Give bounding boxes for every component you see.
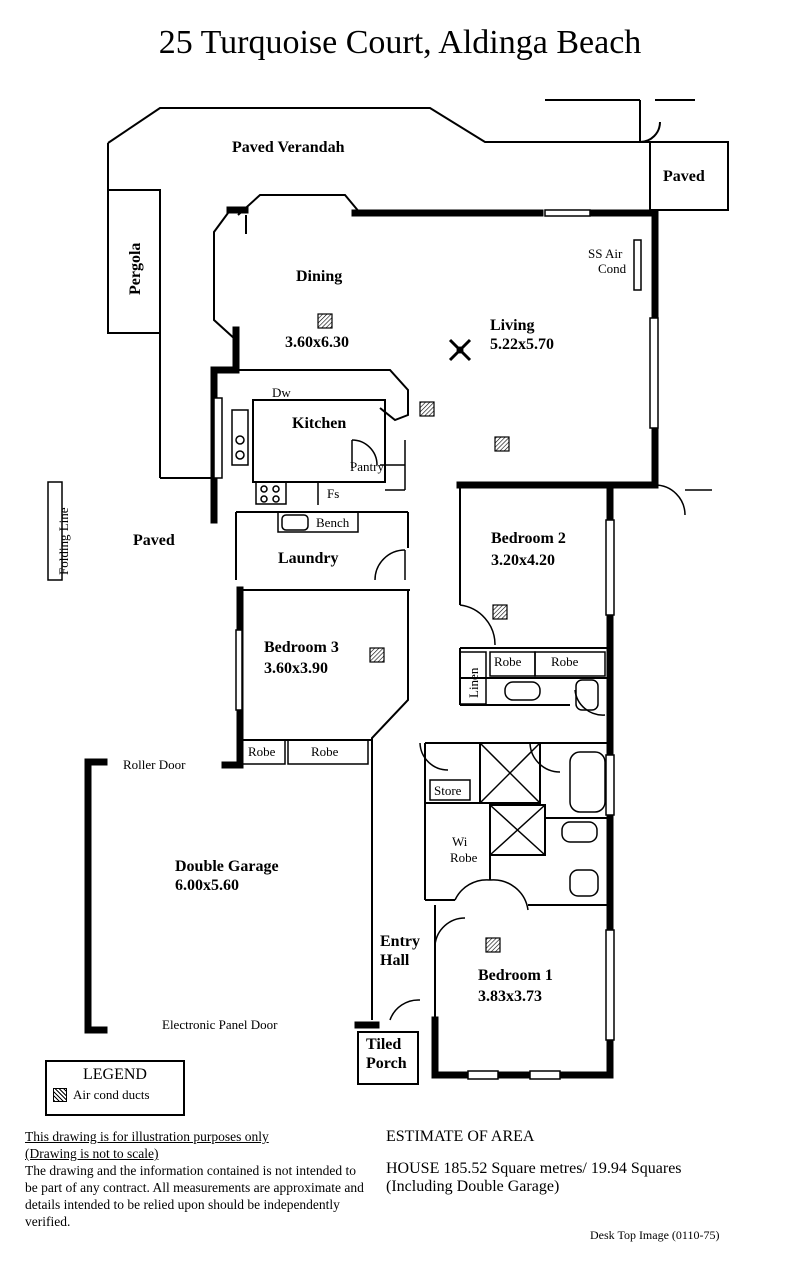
linen-label: Linen — [466, 667, 481, 698]
fixtures — [231, 409, 606, 897]
bedroom1-label: Bedroom 1 — [478, 967, 553, 984]
interior-walls — [213, 194, 610, 1085]
bedroom3-label: Bedroom 3 — [264, 639, 339, 656]
folding-line-label: Folding Line — [56, 507, 71, 575]
area-line2: (Including Double Garage) — [386, 1178, 560, 1195]
dining-label: Dining — [296, 268, 342, 285]
wi-robe-label: Robe — [450, 850, 478, 865]
air-cond-duct-icon — [53, 1088, 67, 1102]
air-cond-ducts — [317, 313, 510, 953]
area-estimate: ESTIMATE OF AREA HOUSE 185.52 Square met… — [386, 1128, 682, 1196]
disclaimer-body: The drawing and the information containe… — [25, 1163, 364, 1229]
area-heading: ESTIMATE OF AREA — [386, 1128, 535, 1145]
garage-size: 6.00x5.60 — [175, 877, 239, 894]
disclaimer-line2: (Drawing is not to scale) — [25, 1146, 159, 1161]
robe-label-bed3-b: Robe — [311, 744, 339, 759]
pergola-area — [107, 189, 161, 334]
bench-label: Bench — [316, 515, 350, 530]
ceiling-fan-icon — [448, 338, 472, 362]
doors — [351, 439, 712, 1021]
bedroom2-label: Bedroom 2 — [491, 530, 566, 547]
living-label: Living — [490, 317, 534, 334]
entry-label: Entry — [380, 933, 420, 950]
cond-label: Cond — [598, 261, 627, 276]
hall-label: Hall — [380, 952, 410, 969]
wi-label: Wi — [452, 834, 468, 849]
paved-top-label: Paved — [663, 168, 705, 185]
electronic-panel-door-label: Electronic Panel Door — [162, 1017, 278, 1032]
disclaimer: This drawing is for illustration purpose… — [25, 1128, 365, 1230]
windows — [47, 209, 659, 1080]
disclaimer-line1: This drawing is for illustration purpose… — [25, 1129, 269, 1144]
pantry-label: Pantry — [350, 459, 384, 474]
legend-item: Air cond ducts — [53, 1087, 183, 1103]
dishwasher-label: Dw — [272, 385, 291, 400]
paved-verandah-label: Paved Verandah — [232, 139, 345, 156]
robe-label-bed2-b: Robe — [551, 654, 579, 669]
robe-label-bed3-a: Robe — [248, 744, 276, 759]
double-garage-label: Double Garage — [175, 858, 279, 875]
porch-label: Porch — [366, 1055, 407, 1072]
property-address-title: 25 Turquoise Court, Aldinga Beach — [158, 24, 642, 61]
legend-item-label: Air cond ducts — [73, 1087, 150, 1102]
area-line1: HOUSE 185.52 Square metres/ 19.94 Square… — [386, 1160, 682, 1177]
paved-left-label: Paved — [133, 532, 175, 549]
tiled-label: Tiled — [366, 1036, 401, 1053]
robe-label-bed2-a: Robe — [494, 654, 522, 669]
kitchen-label: Kitchen — [292, 415, 346, 432]
reference-code: Desk Top Image (0110-75) — [590, 1228, 720, 1242]
ss-air-label: SS Air — [588, 246, 623, 261]
living-size: 5.22x5.70 — [490, 336, 554, 353]
legend-heading: LEGEND — [83, 1066, 147, 1083]
laundry-label: Laundry — [278, 550, 338, 567]
verandah-outline — [107, 107, 650, 479]
store-label: Store — [434, 783, 462, 798]
bedroom3-size: 3.60x3.90 — [264, 660, 328, 677]
legend-box: LEGEND Air cond ducts — [45, 1060, 185, 1116]
paved-top-right — [545, 99, 729, 211]
dining-size: 3.60x6.30 — [285, 334, 349, 351]
bedroom1-size: 3.83x3.73 — [478, 988, 542, 1005]
fridge-space-label: Fs — [327, 486, 339, 501]
pergola-label: Pergola — [127, 243, 144, 295]
bedroom2-size: 3.20x4.20 — [491, 552, 555, 569]
roller-door-label: Roller Door — [123, 757, 186, 772]
